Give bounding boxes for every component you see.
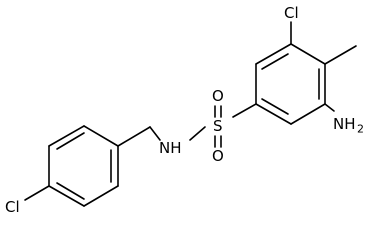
methyl-bond (324, 45, 357, 65)
ring-bond (48, 125, 85, 147)
s-n-bond (189, 126, 206, 141)
c-n-amine-bond (324, 103, 335, 112)
ring-bond (83, 125, 119, 147)
chlorine-label-left: Cl (5, 198, 20, 216)
ring-bond (255, 43, 292, 65)
ring-double-bond (261, 98, 289, 115)
ring-double-bond (56, 182, 85, 200)
ring-bond (290, 103, 326, 125)
ring-double-bond (56, 132, 85, 150)
amine-label: NH (333, 115, 356, 133)
oxygen-label-bottom: O (212, 147, 224, 165)
ring-double-bond (261, 53, 289, 70)
c-s-bond (232, 103, 257, 118)
ring-bond (48, 185, 85, 207)
ring-bond (290, 43, 326, 65)
n-ch2-bond (149, 126, 161, 141)
molecule-structure: Cl NH 2 O S O NH Cl (5, 4, 364, 216)
sulfur-label: S (213, 117, 223, 135)
oxygen-label-top: O (212, 87, 224, 105)
amine-subscript: 2 (357, 123, 364, 136)
c-cl-bond (24, 185, 50, 201)
sulfonamide-nh-label: NH (159, 139, 182, 157)
chlorine-label-top: Cl (284, 4, 299, 22)
ring-bond (255, 103, 292, 125)
ring-bond (83, 185, 119, 207)
ch2-ring-bond (117, 126, 151, 147)
